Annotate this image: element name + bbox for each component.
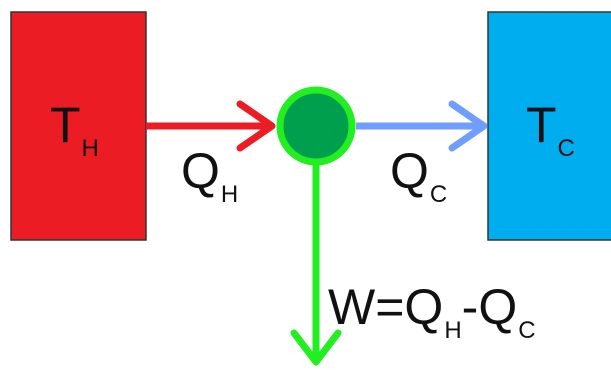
hot-temperature-symbol: T: [50, 97, 81, 153]
cold-temperature-symbol: T: [526, 97, 557, 153]
cold-reservoir: [487, 11, 611, 241]
hot-reservoir: [10, 11, 147, 241]
hot-temperature-subscript: H: [81, 135, 99, 162]
heat-in-arrow: [146, 100, 276, 152]
heat-out-subscript: C: [429, 181, 448, 208]
heat-in-subscript: H: [220, 181, 239, 208]
work-equation-label: W=QH-QC: [328, 282, 536, 343]
work-term2-subscript: C: [518, 317, 536, 344]
heat-in-label: QH: [181, 146, 238, 207]
cold-temperature-subscript: C: [557, 135, 575, 162]
heat-in-symbol: Q: [181, 143, 220, 199]
work-term1-subscript: H: [444, 317, 462, 344]
heat-out-label: QC: [390, 146, 447, 207]
work-minus: -: [461, 279, 479, 335]
work-term1: Q: [404, 279, 444, 335]
engine-ring: [276, 86, 356, 166]
engine-circle: [280, 90, 352, 162]
hot-temperature-label: TH: [50, 100, 99, 161]
work-term2: Q: [478, 279, 518, 335]
work-lhs: W=: [328, 279, 405, 335]
heat-out-symbol: Q: [390, 143, 429, 199]
heat-out-arrow: [356, 100, 488, 152]
work-arrow: [290, 160, 342, 366]
cold-temperature-label: TC: [526, 100, 575, 161]
